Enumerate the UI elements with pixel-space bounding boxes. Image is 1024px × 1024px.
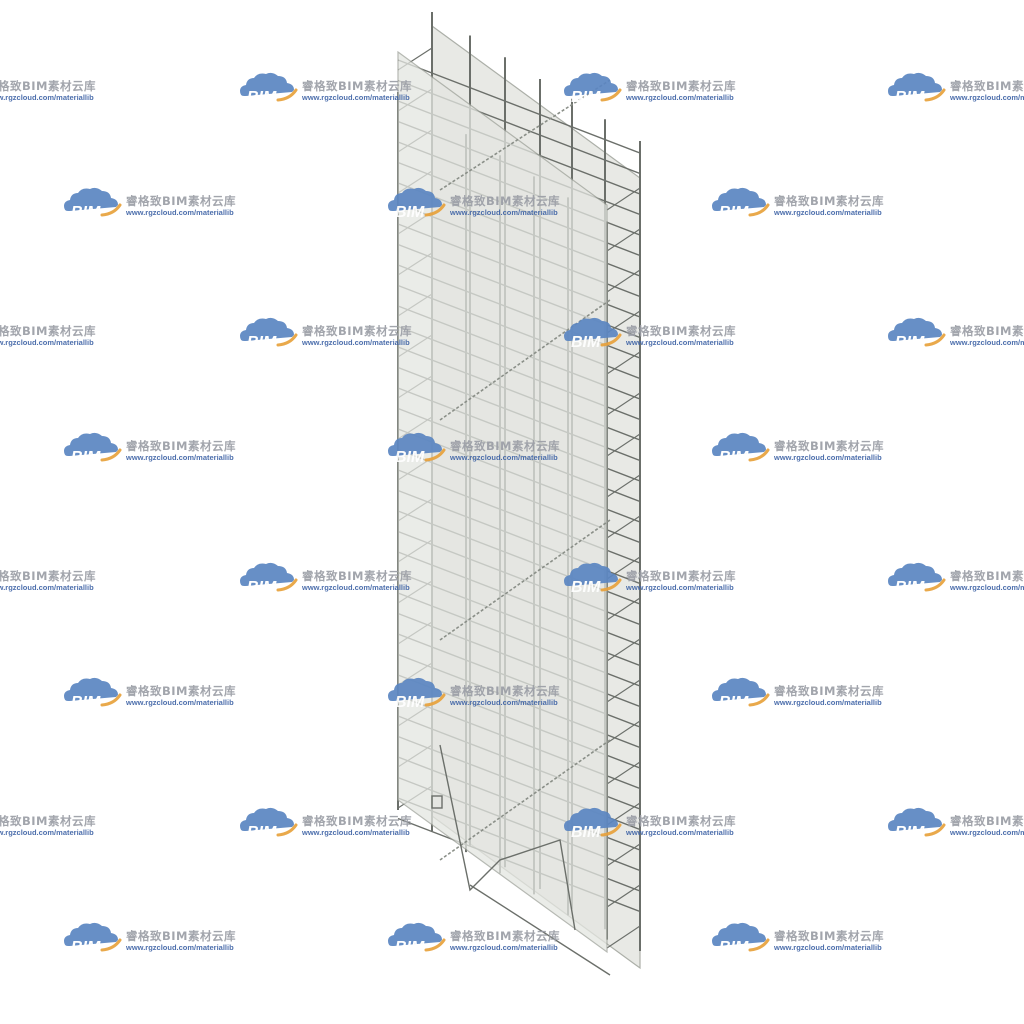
- transom: [606, 351, 641, 375]
- base-plate: [431, 795, 443, 809]
- transom: [606, 884, 641, 908]
- transom: [606, 187, 641, 211]
- transom: [606, 597, 641, 621]
- scaffold-details: [431, 79, 611, 976]
- transom: [606, 269, 641, 293]
- transom: [606, 638, 641, 662]
- front-mesh-panel: [397, 50, 608, 954]
- transom: [606, 843, 641, 867]
- transom: [606, 228, 641, 252]
- transom: [606, 392, 641, 416]
- diagonal-brace: [439, 79, 611, 191]
- horizontal-ledger: [397, 59, 641, 154]
- transom: [606, 515, 641, 539]
- transom: [606, 433, 641, 457]
- transom: [606, 925, 641, 949]
- base-bracing: [439, 744, 576, 931]
- base-ledger: [469, 884, 611, 976]
- front-panel-sheet: [397, 50, 608, 954]
- transom: [606, 720, 641, 744]
- transom: [606, 679, 641, 703]
- transom: [606, 474, 641, 498]
- transom: [606, 761, 641, 785]
